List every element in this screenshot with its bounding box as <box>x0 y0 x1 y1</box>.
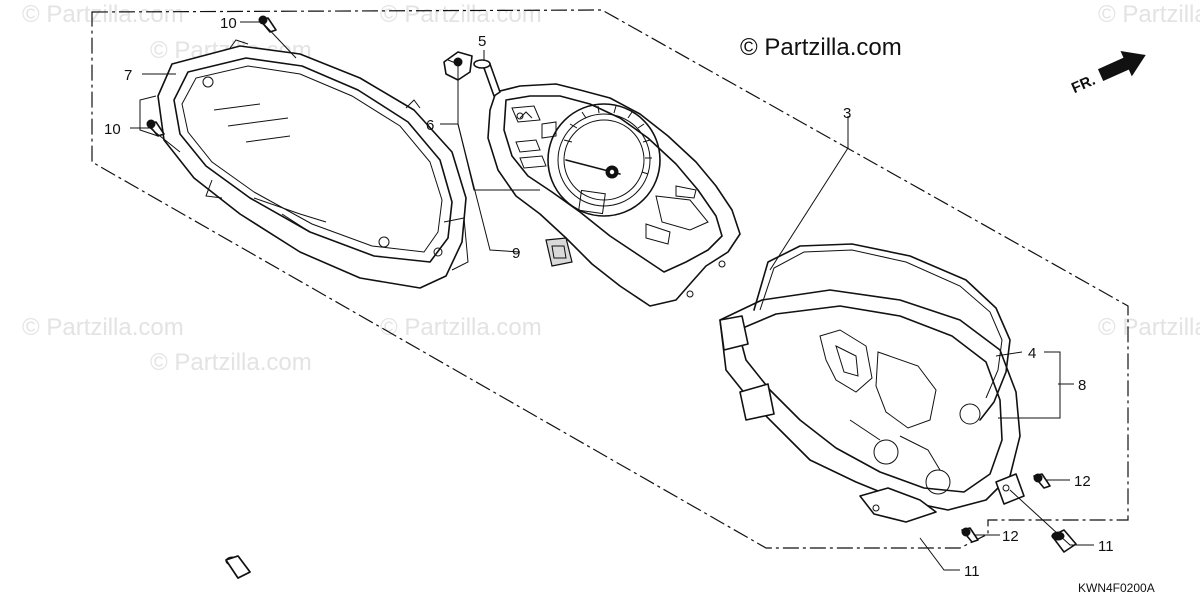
callout-label: 11 <box>1098 538 1114 555</box>
screw-11b <box>225 555 251 579</box>
watermark: © Partzilla.com <box>1098 1 1200 28</box>
callout-label: 3 <box>843 105 851 122</box>
front-direction-arrow: FR. <box>1069 50 1146 97</box>
assembly-outline <box>91 9 1129 549</box>
screw-5 <box>473 59 501 97</box>
screw-11a <box>1051 529 1077 553</box>
callout-label: 10 <box>220 15 237 32</box>
callout-label: 6 <box>426 117 434 134</box>
leader-lines <box>130 21 1094 571</box>
watermark: © Partzilla.com <box>150 349 312 376</box>
callout-label: 5 <box>478 33 486 50</box>
callout-label: 12 <box>1074 473 1091 490</box>
callout-label: 7 <box>124 67 132 84</box>
callout-label: 8 <box>1078 377 1086 394</box>
screw-12a <box>1033 473 1051 489</box>
diagram-code: KWN4F0200A <box>1078 581 1155 595</box>
meter-case <box>719 243 1025 523</box>
meter-panel <box>487 83 741 307</box>
watermark: © Partzilla.com <box>380 1 542 28</box>
watermark: © Partzilla.com <box>380 314 542 341</box>
callout-label: 12 <box>1002 528 1019 545</box>
screw-10b <box>146 119 165 137</box>
callout-label: 4 <box>1028 345 1036 362</box>
screw-10a <box>258 15 277 33</box>
callout-labels: 10 7 10 5 6 9 3 4 8 12 12 11 11 <box>104 15 1114 580</box>
callout-label: 10 <box>104 121 121 138</box>
meter-visor <box>139 39 469 289</box>
arrow-icon <box>1097 50 1146 82</box>
direction-label: FR. <box>1069 72 1098 97</box>
watermark-group: © Partzilla.com © Partzilla.com © Partzi… <box>22 1 1200 376</box>
callout-label: 11 <box>964 563 980 580</box>
screw-12b <box>961 527 979 543</box>
switch-cap-9 <box>545 237 573 267</box>
callout-label: 9 <box>512 245 520 262</box>
watermark: © Partzilla.com <box>1098 314 1200 341</box>
watermark: © Partzilla.com <box>22 1 184 28</box>
copyright-text: © Partzilla.com <box>740 34 902 61</box>
watermark: © Partzilla.com <box>22 314 184 341</box>
